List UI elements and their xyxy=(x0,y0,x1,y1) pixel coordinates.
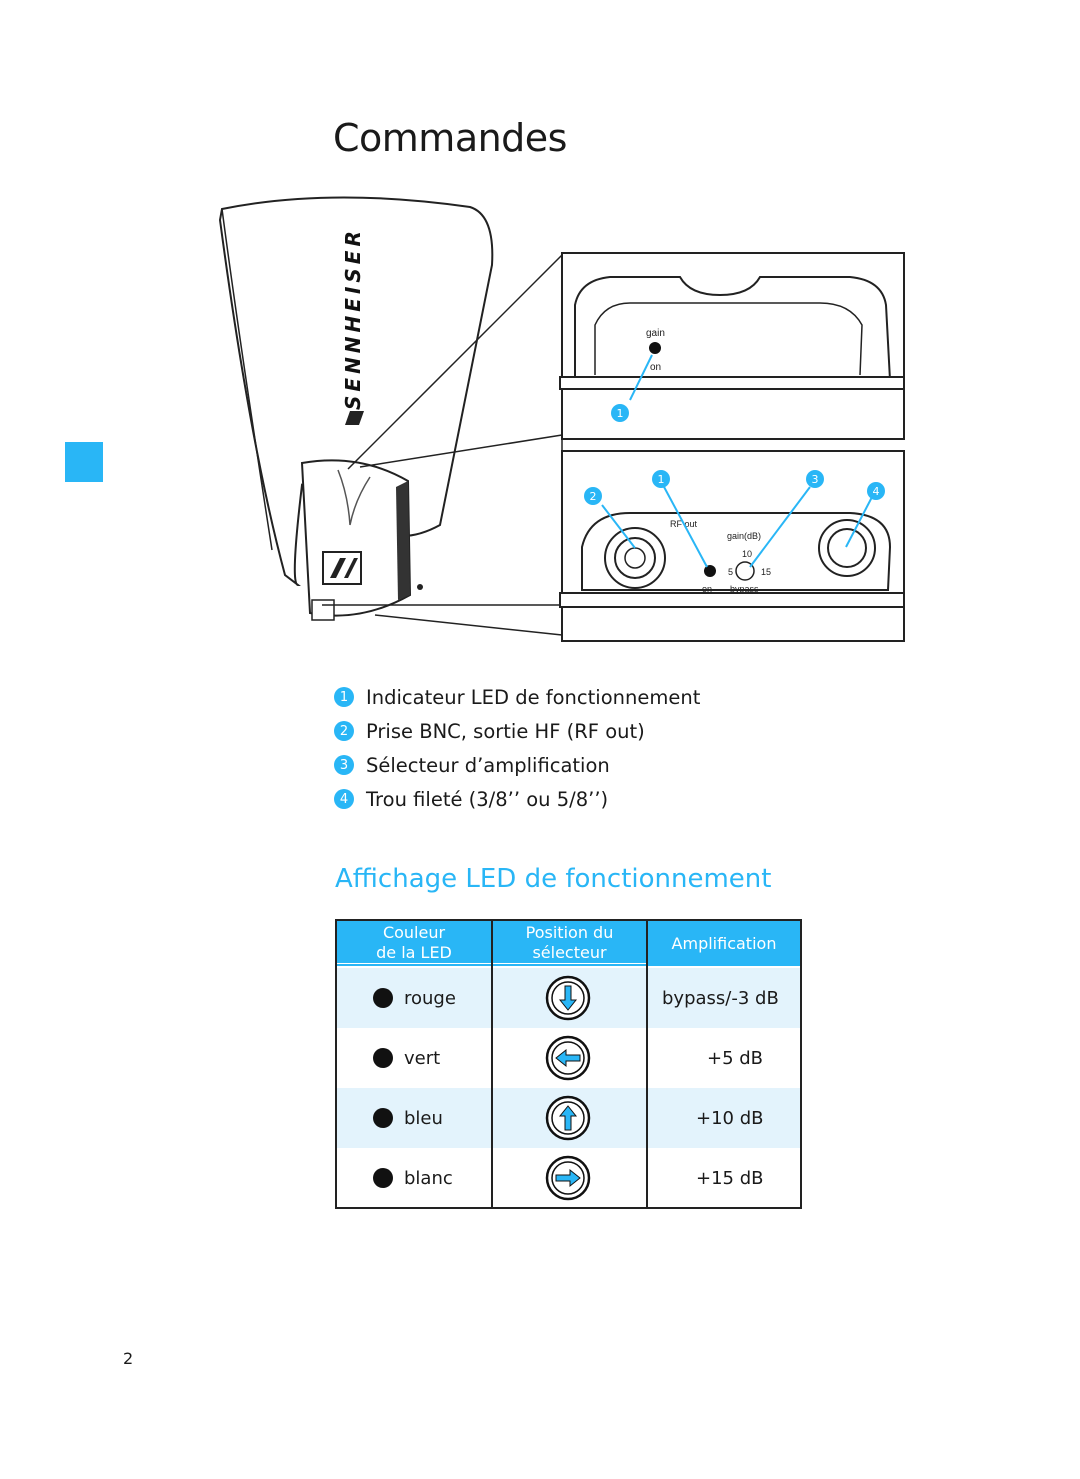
led-color-label: bleu xyxy=(404,1107,443,1129)
legend-item: 1 Indicateur LED de fonctionnement xyxy=(334,680,700,714)
detail-top-view: gain on 1 xyxy=(559,252,905,440)
legend-text: Prise BNC, sortie HF (RF out) xyxy=(366,719,645,743)
section-title: Affichage LED de fonctionnement xyxy=(335,864,772,894)
svg-text:on: on xyxy=(702,584,712,594)
legend-number: 1 xyxy=(334,687,354,707)
svg-text:1: 1 xyxy=(617,407,624,420)
callout-1b xyxy=(652,470,670,488)
led-color-label: blanc xyxy=(404,1167,453,1189)
table-row: bleu +10 dB xyxy=(337,1088,800,1148)
page-title: Commandes xyxy=(333,116,567,160)
svg-text:gain: gain xyxy=(646,328,665,339)
led-dot-icon xyxy=(373,988,393,1008)
legend-text: Trou fileté (3/8’’ ou 5/8’’) xyxy=(366,787,609,811)
arrow-down-icon xyxy=(544,968,592,1028)
table-row: rouge bypass/-3 dB xyxy=(337,968,800,1028)
table-header-position: Position du sélecteur xyxy=(493,921,646,966)
callout-1a xyxy=(611,404,629,422)
amplification-value: +15 dB xyxy=(696,1167,764,1189)
led-dot-icon xyxy=(373,1168,393,1188)
legend-item: 3 Sélecteur d’amplification xyxy=(334,748,700,782)
svg-text:2: 2 xyxy=(590,490,597,503)
legend-item: 2 Prise BNC, sortie HF (RF out) xyxy=(334,714,700,748)
svg-text:4: 4 xyxy=(873,485,880,498)
column-divider xyxy=(646,921,648,1207)
arrow-right-icon xyxy=(544,1148,592,1208)
svg-text:3: 3 xyxy=(812,473,819,486)
callout-2 xyxy=(584,487,602,505)
legend-number: 4 xyxy=(334,789,354,809)
arrow-left-icon xyxy=(544,1028,592,1088)
table-header-amplification: Amplification xyxy=(648,921,800,966)
legend-text: Indicateur LED de fonctionnement xyxy=(366,685,701,709)
amplification-value: +5 dB xyxy=(707,1047,764,1069)
led-color-label: rouge xyxy=(404,987,456,1009)
table-header-color: Couleur de la LED xyxy=(337,921,491,966)
table-row: vert +5 dB xyxy=(337,1028,800,1088)
svg-text:15: 15 xyxy=(761,567,771,577)
brand-logo-text: SENNHEISER xyxy=(341,227,365,410)
svg-text:bypass: bypass xyxy=(730,584,759,594)
legend-item: 4 Trou fileté (3/8’’ ou 5/8’’) xyxy=(334,782,700,816)
section-marker xyxy=(65,442,103,482)
callout-4 xyxy=(867,482,885,500)
arrow-up-icon xyxy=(544,1088,592,1148)
detail-front-view: RF out gain(dB) 10 5 15 on bypass 2 1 3 … xyxy=(559,450,905,642)
page-number: 2 xyxy=(123,1349,134,1368)
amplification-value: +10 dB xyxy=(696,1107,764,1129)
column-divider xyxy=(491,921,493,1207)
amplification-value: bypass/-3 dB xyxy=(662,987,779,1009)
svg-text:1: 1 xyxy=(658,473,665,486)
svg-text:gain(dB): gain(dB) xyxy=(727,531,761,541)
amplifier-box xyxy=(300,459,423,621)
product-illustration: SENNHEISER gain on 1 xyxy=(218,196,905,642)
led-status-table: Couleur de la LED Position du sélecteur … xyxy=(335,919,802,1209)
legend-number: 3 xyxy=(334,755,354,775)
table-row: blanc +15 dB xyxy=(337,1148,800,1208)
led-color-label: vert xyxy=(404,1047,441,1069)
led-dot-icon xyxy=(373,1108,393,1128)
callout-3 xyxy=(806,470,824,488)
svg-text:on: on xyxy=(650,362,661,373)
legend-text: Sélecteur d’amplification xyxy=(366,753,610,777)
legend-number: 2 xyxy=(334,721,354,741)
led-dot-icon xyxy=(373,1048,393,1068)
component-legend: 1 Indicateur LED de fonctionnement 2 Pri… xyxy=(334,680,700,816)
svg-text:5: 5 xyxy=(728,567,733,577)
svg-text:10: 10 xyxy=(742,549,752,559)
